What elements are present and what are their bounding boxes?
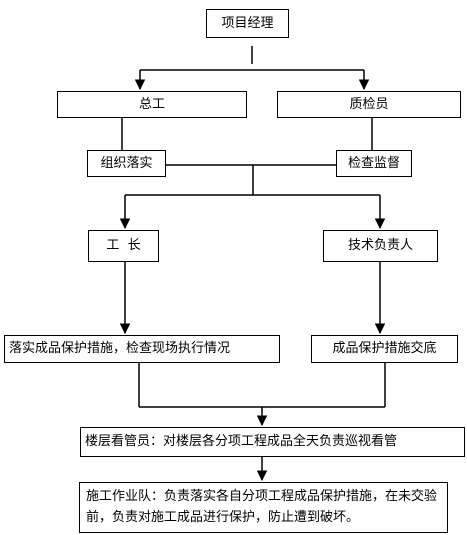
node-foreman: 工 长 bbox=[88, 230, 159, 262]
node-tech-lead-task: 成品保护措施交底 bbox=[311, 335, 458, 363]
node-floor-keeper: 楼层看管员：对楼层各分项工程成品全天负责巡视看管 bbox=[80, 427, 465, 457]
node-chief-engineer: 总工 bbox=[57, 91, 247, 118]
node-work-team: 施工作业队：负责落实各自分项工程成品保护措施，在未交验前，负责对施工成品进行保护… bbox=[79, 482, 448, 533]
node-quality-inspector: 质检员 bbox=[277, 91, 461, 118]
node-inspect-supervise: 检查监督 bbox=[336, 150, 412, 177]
node-foreman-task: 落实成品保护措施，检查现场执行情况 bbox=[4, 335, 280, 363]
node-technical-lead: 技术负责人 bbox=[323, 230, 438, 262]
node-organize-implement: 组织落实 bbox=[87, 150, 166, 177]
node-project-manager: 项目经理 bbox=[206, 9, 289, 38]
